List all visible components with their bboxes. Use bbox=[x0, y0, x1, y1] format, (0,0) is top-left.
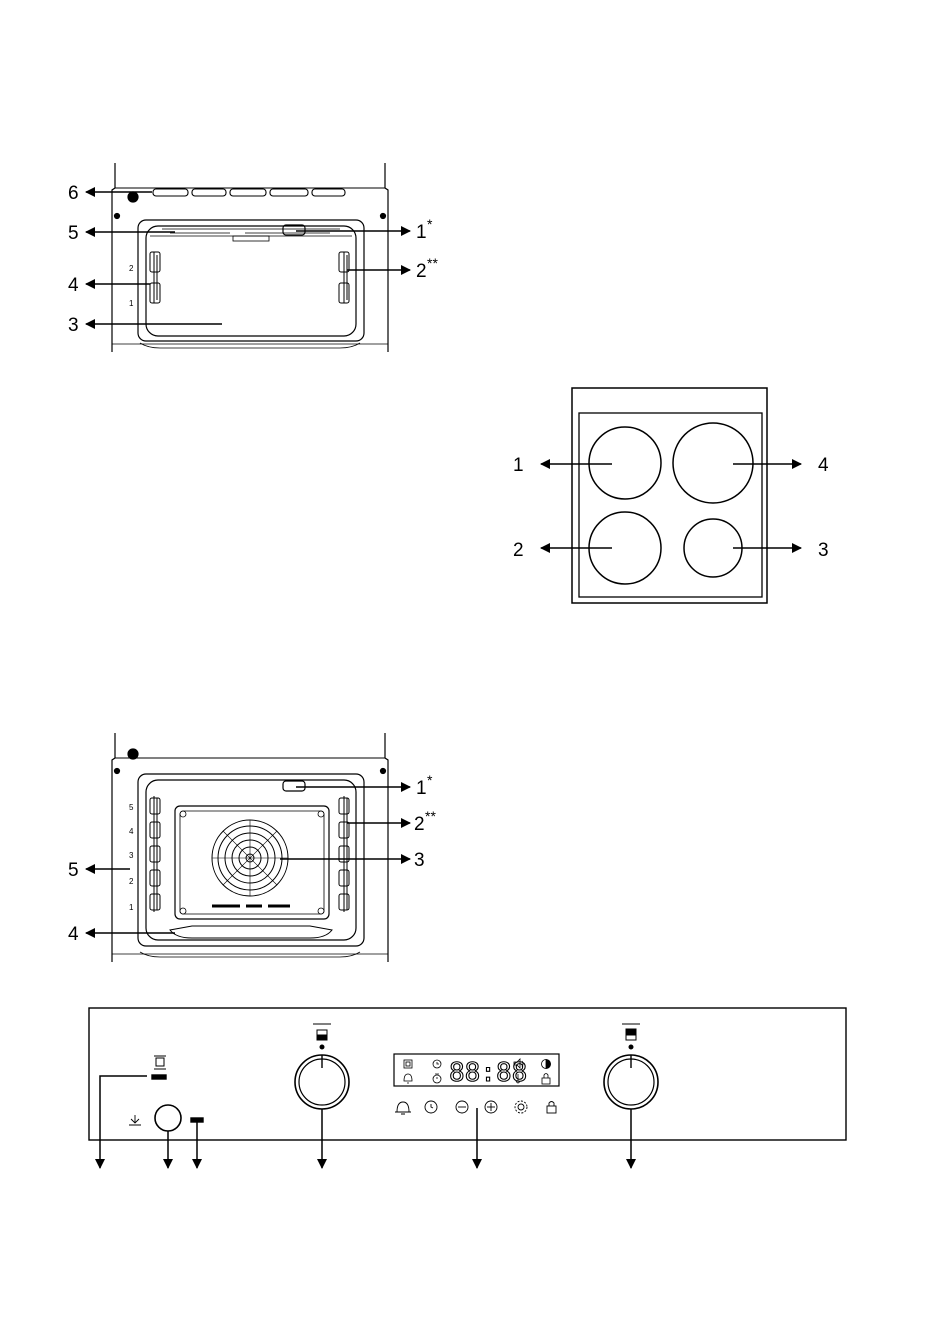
cavity-inner bbox=[146, 780, 356, 940]
gear-button[interactable] bbox=[515, 1101, 527, 1113]
hob-diagram bbox=[572, 388, 767, 603]
screw-icon bbox=[128, 192, 138, 202]
fan-icon bbox=[212, 820, 288, 896]
callout-4: 4 bbox=[68, 924, 79, 945]
shelf-support-right bbox=[339, 252, 349, 303]
cleaning-button[interactable] bbox=[155, 1105, 181, 1131]
shelf-number: 2 bbox=[129, 264, 134, 273]
top-vent-slots bbox=[153, 189, 345, 196]
clock-icon bbox=[433, 1060, 441, 1068]
cleaning-icon bbox=[129, 1115, 141, 1125]
lock-button[interactable] bbox=[547, 1102, 556, 1114]
shelf-number: 4 bbox=[129, 827, 134, 836]
callout-2: 2 bbox=[414, 814, 425, 835]
oven-bottom-diagram bbox=[112, 733, 388, 962]
plus-button[interactable] bbox=[485, 1101, 497, 1113]
bell-button[interactable] bbox=[395, 1102, 411, 1114]
shelf-number: 5 bbox=[129, 803, 134, 812]
callout-2: 2 bbox=[416, 261, 427, 282]
shelf-support-right bbox=[339, 796, 349, 912]
shelf-support-left bbox=[150, 796, 160, 912]
callout-1: 1 bbox=[416, 222, 427, 243]
control-panel: 88:88 bbox=[89, 1008, 846, 1140]
callout-2-sup: ** bbox=[425, 808, 436, 824]
callout-3: 3 bbox=[414, 850, 425, 871]
callout-1-sup: * bbox=[427, 772, 433, 788]
cavity-inner bbox=[146, 226, 356, 336]
callout-6: 6 bbox=[68, 183, 79, 204]
timer-icon bbox=[433, 1074, 441, 1083]
minus-button[interactable] bbox=[456, 1101, 468, 1113]
screw-icon bbox=[381, 214, 386, 219]
callout-3: 3 bbox=[68, 315, 79, 336]
shelf-number: 3 bbox=[129, 851, 134, 860]
callout-1-sup: * bbox=[427, 216, 433, 232]
function-knob-indicator-icon bbox=[313, 1024, 331, 1049]
hob-outer bbox=[572, 388, 767, 603]
cavity-outer bbox=[138, 220, 364, 341]
contrast-icon bbox=[542, 1060, 551, 1069]
hob-callout-4: 4 bbox=[818, 455, 829, 476]
cavity-outer bbox=[138, 774, 364, 946]
callout-4: 4 bbox=[68, 275, 79, 296]
oven-icon bbox=[404, 1060, 412, 1068]
screw-icon bbox=[128, 749, 138, 759]
back-panel bbox=[175, 806, 329, 919]
shelf-number: 1 bbox=[129, 903, 134, 912]
screw-icon bbox=[115, 769, 120, 774]
shelf-number: 1 bbox=[129, 299, 134, 308]
hob-zone-4 bbox=[673, 423, 753, 503]
callout-2-sup: ** bbox=[427, 255, 438, 271]
screw-icon bbox=[381, 769, 386, 774]
clock-button[interactable] bbox=[425, 1101, 437, 1113]
hob-callout-2: 2 bbox=[513, 540, 524, 561]
shelf-support-left bbox=[150, 252, 160, 303]
bottom-heating-element bbox=[170, 926, 332, 938]
oven-lamp-icon bbox=[283, 781, 305, 791]
hob-callout-1: 1 bbox=[513, 455, 524, 476]
hob-zone-1 bbox=[589, 427, 661, 499]
display-time: 88:88 bbox=[449, 1058, 527, 1088]
screw-icon bbox=[115, 214, 120, 219]
oven-indicator-icon bbox=[154, 1056, 166, 1069]
oven-top-arrows bbox=[86, 192, 410, 324]
temperature-knob-indicator-icon bbox=[622, 1024, 640, 1049]
indicator-light-left bbox=[152, 1075, 166, 1079]
callout-5: 5 bbox=[68, 860, 79, 881]
callout-1: 1 bbox=[416, 778, 427, 799]
hob-glass bbox=[579, 413, 762, 597]
shelf-number: 2 bbox=[129, 877, 134, 886]
callout-5: 5 bbox=[68, 223, 79, 244]
hob-callout-3: 3 bbox=[818, 540, 829, 561]
bell-icon bbox=[404, 1074, 412, 1083]
lock-icon bbox=[542, 1074, 550, 1085]
